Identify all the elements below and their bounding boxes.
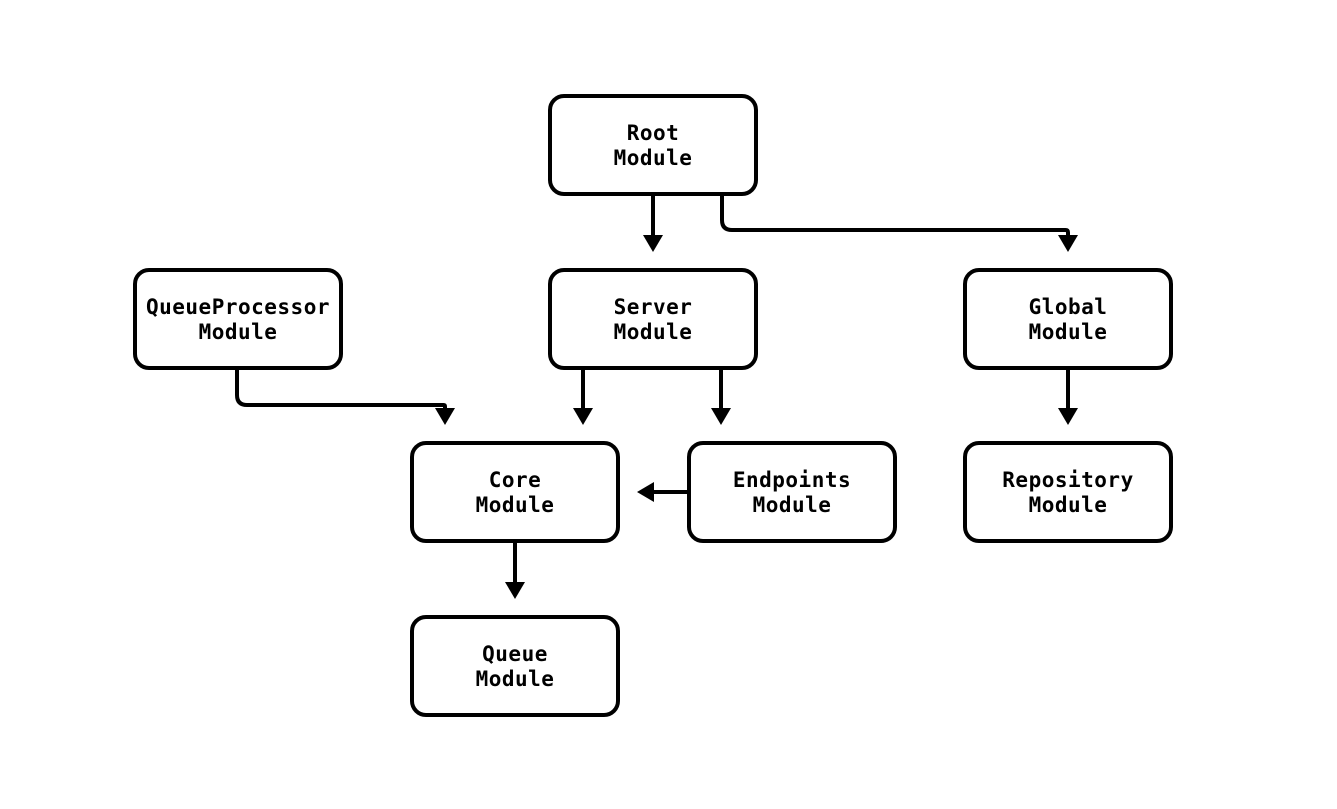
node-box[interactable]: [548, 94, 758, 196]
node-label-line2: Module: [753, 493, 832, 517]
node-label-line2: Module: [1029, 493, 1108, 517]
arrowhead-down: [435, 408, 455, 425]
edge-line: [720, 196, 1070, 235]
node-label-line1: QueueProcessor: [146, 295, 330, 319]
edge-server-to-endpoints: [711, 370, 731, 425]
node-box[interactable]: [410, 615, 620, 717]
node-label-line2: Module: [614, 320, 693, 344]
edge-layer: [235, 196, 1078, 599]
edge-endpoints-to-core: [637, 482, 687, 502]
edge-root-to-global: [720, 196, 1078, 252]
node-box[interactable]: [410, 441, 620, 543]
node-box[interactable]: [963, 268, 1173, 370]
arrowhead-down: [1058, 408, 1078, 425]
edge-server-to-core: [573, 370, 593, 425]
arrowhead-left: [637, 482, 654, 502]
node-box[interactable]: [548, 268, 758, 370]
node-layer: RootModuleQueueProcessorModuleServerModu…: [133, 94, 1173, 717]
node-box[interactable]: [963, 441, 1173, 543]
arrowhead-down: [643, 235, 663, 252]
edge-global-to-repository: [1058, 370, 1078, 425]
node-label-line1: Root: [627, 121, 680, 145]
arrowhead-down: [573, 408, 593, 425]
node-label-line1: Global: [1029, 295, 1108, 319]
node-label-line2: Module: [476, 493, 555, 517]
node-box[interactable]: [687, 441, 897, 543]
arrowhead-down: [1058, 235, 1078, 252]
node-label-line2: Module: [476, 667, 555, 691]
node-label-line2: Module: [199, 320, 278, 344]
edge-root-to-server: [643, 196, 663, 252]
arrowhead-down: [505, 582, 525, 599]
edge-queueprocessor-to-core: [235, 370, 455, 425]
node-label-line2: Module: [1029, 320, 1108, 344]
arrowhead-down: [711, 408, 731, 425]
node-label-line1: Queue: [482, 642, 548, 666]
node-label-line1: Server: [614, 295, 693, 319]
node-label-line1: Endpoints: [733, 468, 851, 492]
edge-line: [235, 370, 447, 409]
node-label-line2: Module: [614, 146, 693, 170]
node-label-line1: Core: [489, 468, 542, 492]
node-label-line1: Repository: [1002, 468, 1133, 492]
node-box[interactable]: [133, 268, 343, 370]
edge-core-to-queue: [505, 543, 525, 599]
